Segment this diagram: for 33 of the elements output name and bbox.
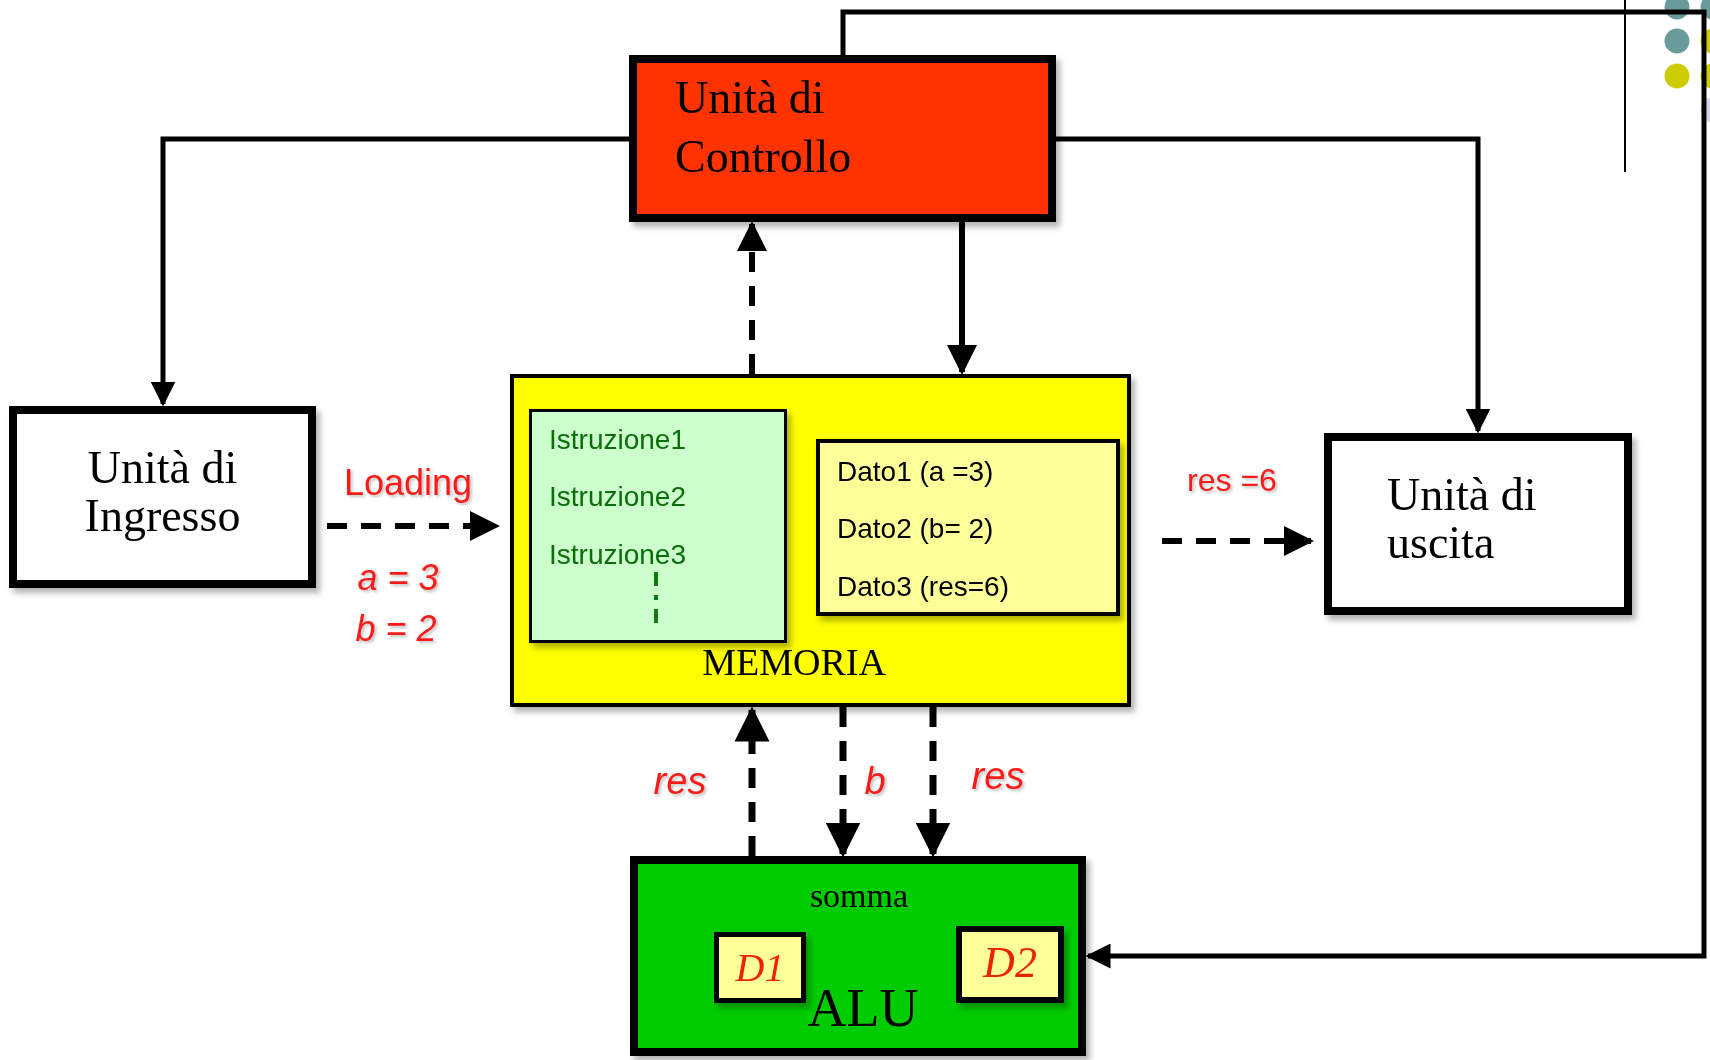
alu-label: ALU <box>806 977 920 1040</box>
alu-label: somma <box>808 876 910 916</box>
arrow <box>915 707 951 858</box>
unit-title: Unità di uscita <box>1387 471 1538 568</box>
register-box <box>956 926 1064 1003</box>
data-text: Dato2 (b= 2) <box>837 513 994 546</box>
data-text: Dato3 (res=6) <box>837 571 1009 604</box>
arrow <box>1162 526 1314 556</box>
unit-title: Unità di Controllo <box>675 71 853 184</box>
instruction-text: Istruzione1 <box>549 424 686 457</box>
unit-title: Unità di Ingresso <box>83 444 242 541</box>
instructions-box <box>529 409 787 643</box>
control-unit-box <box>629 55 1056 222</box>
memory-label: MEMORIA <box>701 641 887 685</box>
arrow <box>825 707 861 858</box>
arrow <box>1056 136 1491 434</box>
arrow <box>327 511 500 541</box>
arrow <box>150 136 629 407</box>
register-box <box>714 932 806 1003</box>
input-unit-box <box>9 406 316 588</box>
instruction-text: Istruzione3 <box>549 539 686 572</box>
data-box <box>816 439 1120 616</box>
arrow <box>734 706 770 856</box>
instruction-text: Istruzione2 <box>549 481 686 514</box>
data-text: Dato1 (a =3) <box>837 456 994 489</box>
alu-box <box>630 856 1086 1056</box>
arrow <box>840 9 1707 969</box>
memory-box <box>510 374 1131 707</box>
arrow <box>947 222 977 375</box>
arrow <box>737 221 767 374</box>
output-unit-box <box>1324 433 1632 615</box>
register-label: D1 <box>734 945 786 991</box>
register-label: D2 <box>981 938 1038 989</box>
